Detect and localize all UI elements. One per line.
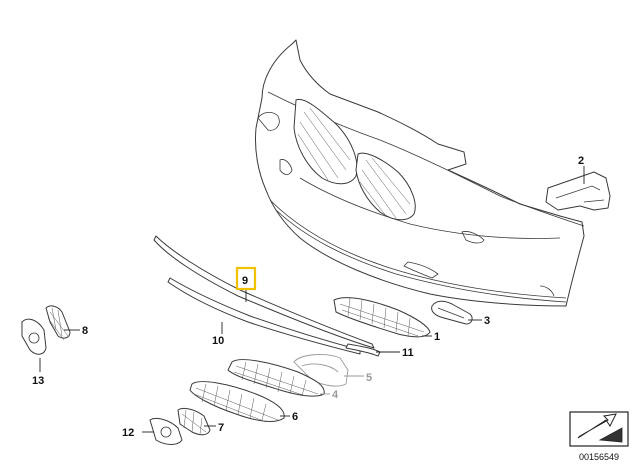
view-panel-icon <box>598 427 623 443</box>
diagram-code-block: 00156549 <box>569 411 629 462</box>
view-arrow-icon <box>577 413 617 439</box>
leader-lines <box>39 166 585 433</box>
part-8-side-grille <box>45 305 71 341</box>
part-7-small-grille <box>177 407 211 436</box>
callout-4[interactable]: 4 <box>332 389 339 401</box>
callout-11[interactable]: 11 <box>402 347 414 359</box>
callout-labels: 2 1 3 4 5 6 7 8 9 10 11 12 13 <box>32 155 584 439</box>
part-5-cover <box>293 354 349 387</box>
highlight-box <box>235 266 257 291</box>
callout-10[interactable]: 10 <box>212 335 224 347</box>
callout-1[interactable]: 1 <box>434 331 440 343</box>
callout-12[interactable]: 12 <box>122 427 134 439</box>
part-9-trim-strip <box>153 235 375 349</box>
callout-9[interactable]: 9 <box>242 275 248 287</box>
callout-5[interactable]: 5 <box>366 372 372 384</box>
callout-13[interactable]: 13 <box>32 375 44 387</box>
part-11-strip <box>345 343 381 357</box>
part-6-lower-grille <box>189 381 285 423</box>
callout-7[interactable]: 7 <box>218 422 224 434</box>
part-1-center-grille <box>333 297 431 338</box>
part-2-bracket <box>545 171 611 211</box>
callout-6[interactable]: 6 <box>292 411 298 423</box>
callout-2[interactable]: 2 <box>578 155 584 167</box>
callout-3[interactable]: 3 <box>484 315 490 327</box>
part-10-trim-strip <box>167 277 361 355</box>
bumper-illustration <box>255 39 585 307</box>
part-3-lamp <box>431 300 473 325</box>
part-13-bracket <box>21 318 47 355</box>
callout-8[interactable]: 8 <box>82 325 88 337</box>
part-12-bracket <box>149 417 183 445</box>
diagram-code: 00156549 <box>579 452 619 462</box>
